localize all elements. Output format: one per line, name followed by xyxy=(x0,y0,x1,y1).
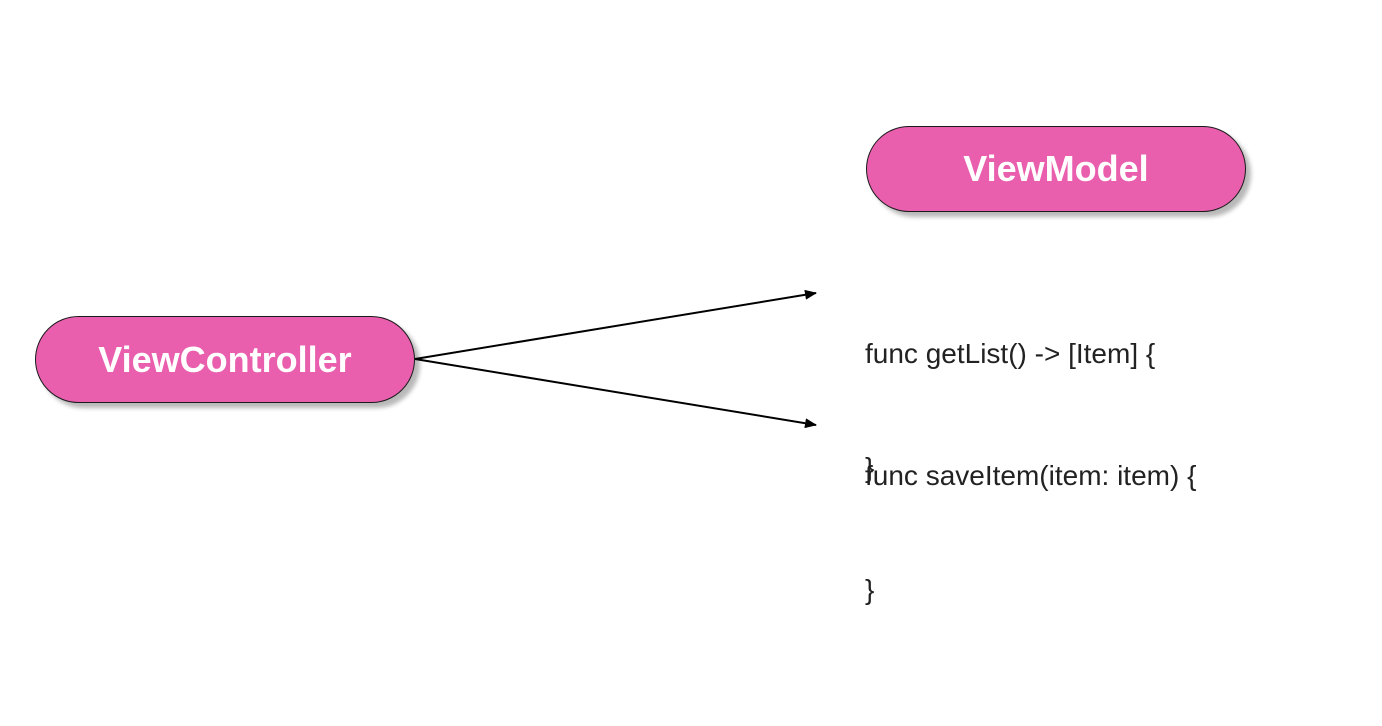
getlist-closing-brace: } xyxy=(865,452,875,483)
viewmodel-label: ViewModel xyxy=(963,148,1149,189)
arrow-to-getlist xyxy=(414,289,817,360)
getlist-signature: func getList() -> [Item] { xyxy=(865,338,1156,369)
saveitem-method: func saveItem(item: item) { } xyxy=(865,381,1196,685)
arrow-to-saveitem xyxy=(414,358,817,429)
viewcontroller-label: ViewController xyxy=(98,338,352,380)
getlist-method: func getList() -> [Item] { } xyxy=(865,259,1155,563)
saveitem-signature: func saveItem(item: item) { xyxy=(865,460,1197,491)
saveitem-closing-brace: } xyxy=(865,574,875,605)
viewmodel-node[interactable]: ViewModel xyxy=(866,126,1246,212)
viewcontroller-node[interactable]: ViewController xyxy=(35,316,415,403)
